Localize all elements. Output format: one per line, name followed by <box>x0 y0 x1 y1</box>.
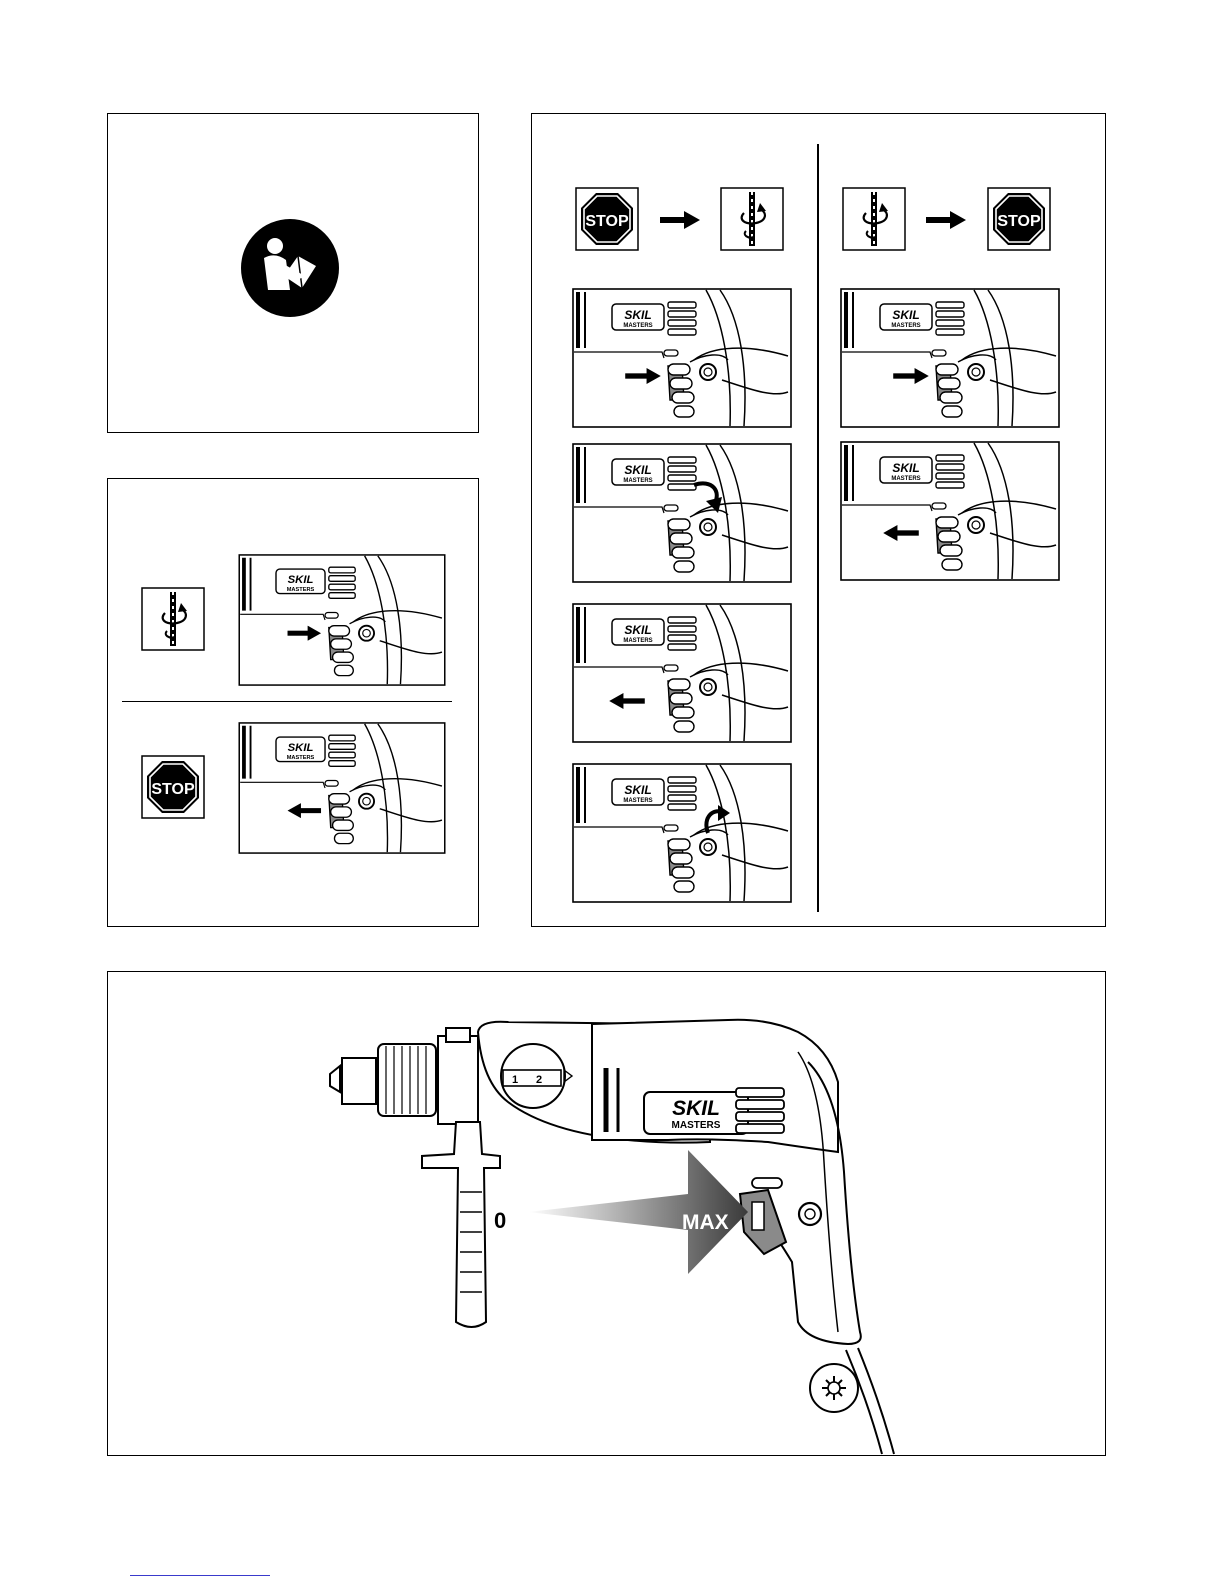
stop-sign-icon: STOP <box>575 187 639 251</box>
arrow-right-icon <box>660 211 700 229</box>
stop-sign-icon: STOP <box>987 187 1051 251</box>
svg-text:SKIL: SKIL <box>624 463 651 477</box>
read-manual-icon <box>240 218 340 318</box>
stop-sign-icon: STOP <box>141 755 205 819</box>
brand-sub: MASTERS <box>672 1120 721 1131</box>
speed-min-label: 0 <box>494 1208 506 1233</box>
speed-panel: 1 2 SKIL MASTERS <box>107 971 1106 1456</box>
gear-label-2: 2 <box>536 1074 542 1086</box>
lock-panel: STOP STOP SKIL MASTERS SKIL MASTERS SKIL <box>531 113 1106 927</box>
brand-sub: MASTERS <box>287 587 315 593</box>
svg-text:MASTERS: MASTERS <box>891 476 920 482</box>
column-divider <box>817 144 819 912</box>
arrow-right-icon <box>926 211 966 229</box>
svg-text:SKIL: SKIL <box>892 308 919 322</box>
lock-step-1: SKIL MASTERS <box>572 288 792 428</box>
lock-step-3: SKIL MASTERS <box>572 603 792 743</box>
brand-logo: SKIL <box>672 1097 720 1120</box>
manual-panel <box>107 113 479 433</box>
unlock-step-2: SKIL MASTERS <box>840 441 1060 581</box>
svg-text:STOP: STOP <box>585 213 629 230</box>
lock-step-4: SKIL MASTERS <box>572 763 792 903</box>
brand-logo: SKIL <box>288 574 314 586</box>
svg-text:SKIL: SKIL <box>624 623 651 637</box>
drill-illustration: 1 2 SKIL MASTERS <box>108 972 1104 1454</box>
lock-step-2: SKIL MASTERS <box>572 443 792 583</box>
trigger-release-illustration: SKIL MASTERS <box>237 722 447 854</box>
svg-text:MASTERS: MASTERS <box>891 323 920 329</box>
svg-text:SKIL: SKIL <box>892 461 919 475</box>
svg-text:STOP: STOP <box>151 781 195 798</box>
svg-text:MASTERS: MASTERS <box>287 755 315 761</box>
svg-text:MASTERS: MASTERS <box>623 638 652 644</box>
speed-max-label: MAX <box>682 1211 729 1234</box>
drill-rotation-icon <box>842 187 906 251</box>
svg-text:STOP: STOP <box>997 213 1041 230</box>
drill-rotation-icon <box>720 187 784 251</box>
drill-rotation-icon <box>141 587 205 651</box>
divider <box>122 701 452 702</box>
svg-text:MASTERS: MASTERS <box>623 323 652 329</box>
trigger-press-illustration: SKIL MASTERS <box>237 554 447 686</box>
on-off-panel: SKIL MASTERS STOP SKIL MASTERS <box>107 478 479 927</box>
svg-text:SKIL: SKIL <box>288 742 314 754</box>
svg-text:SKIL: SKIL <box>624 308 651 322</box>
gear-label-1: 1 <box>512 1074 518 1086</box>
footer-link-underline <box>130 1575 270 1576</box>
unlock-step-1: SKIL MASTERS <box>840 288 1060 428</box>
svg-text:SKIL: SKIL <box>624 783 651 797</box>
svg-text:MASTERS: MASTERS <box>623 478 652 484</box>
svg-text:MASTERS: MASTERS <box>623 798 652 804</box>
